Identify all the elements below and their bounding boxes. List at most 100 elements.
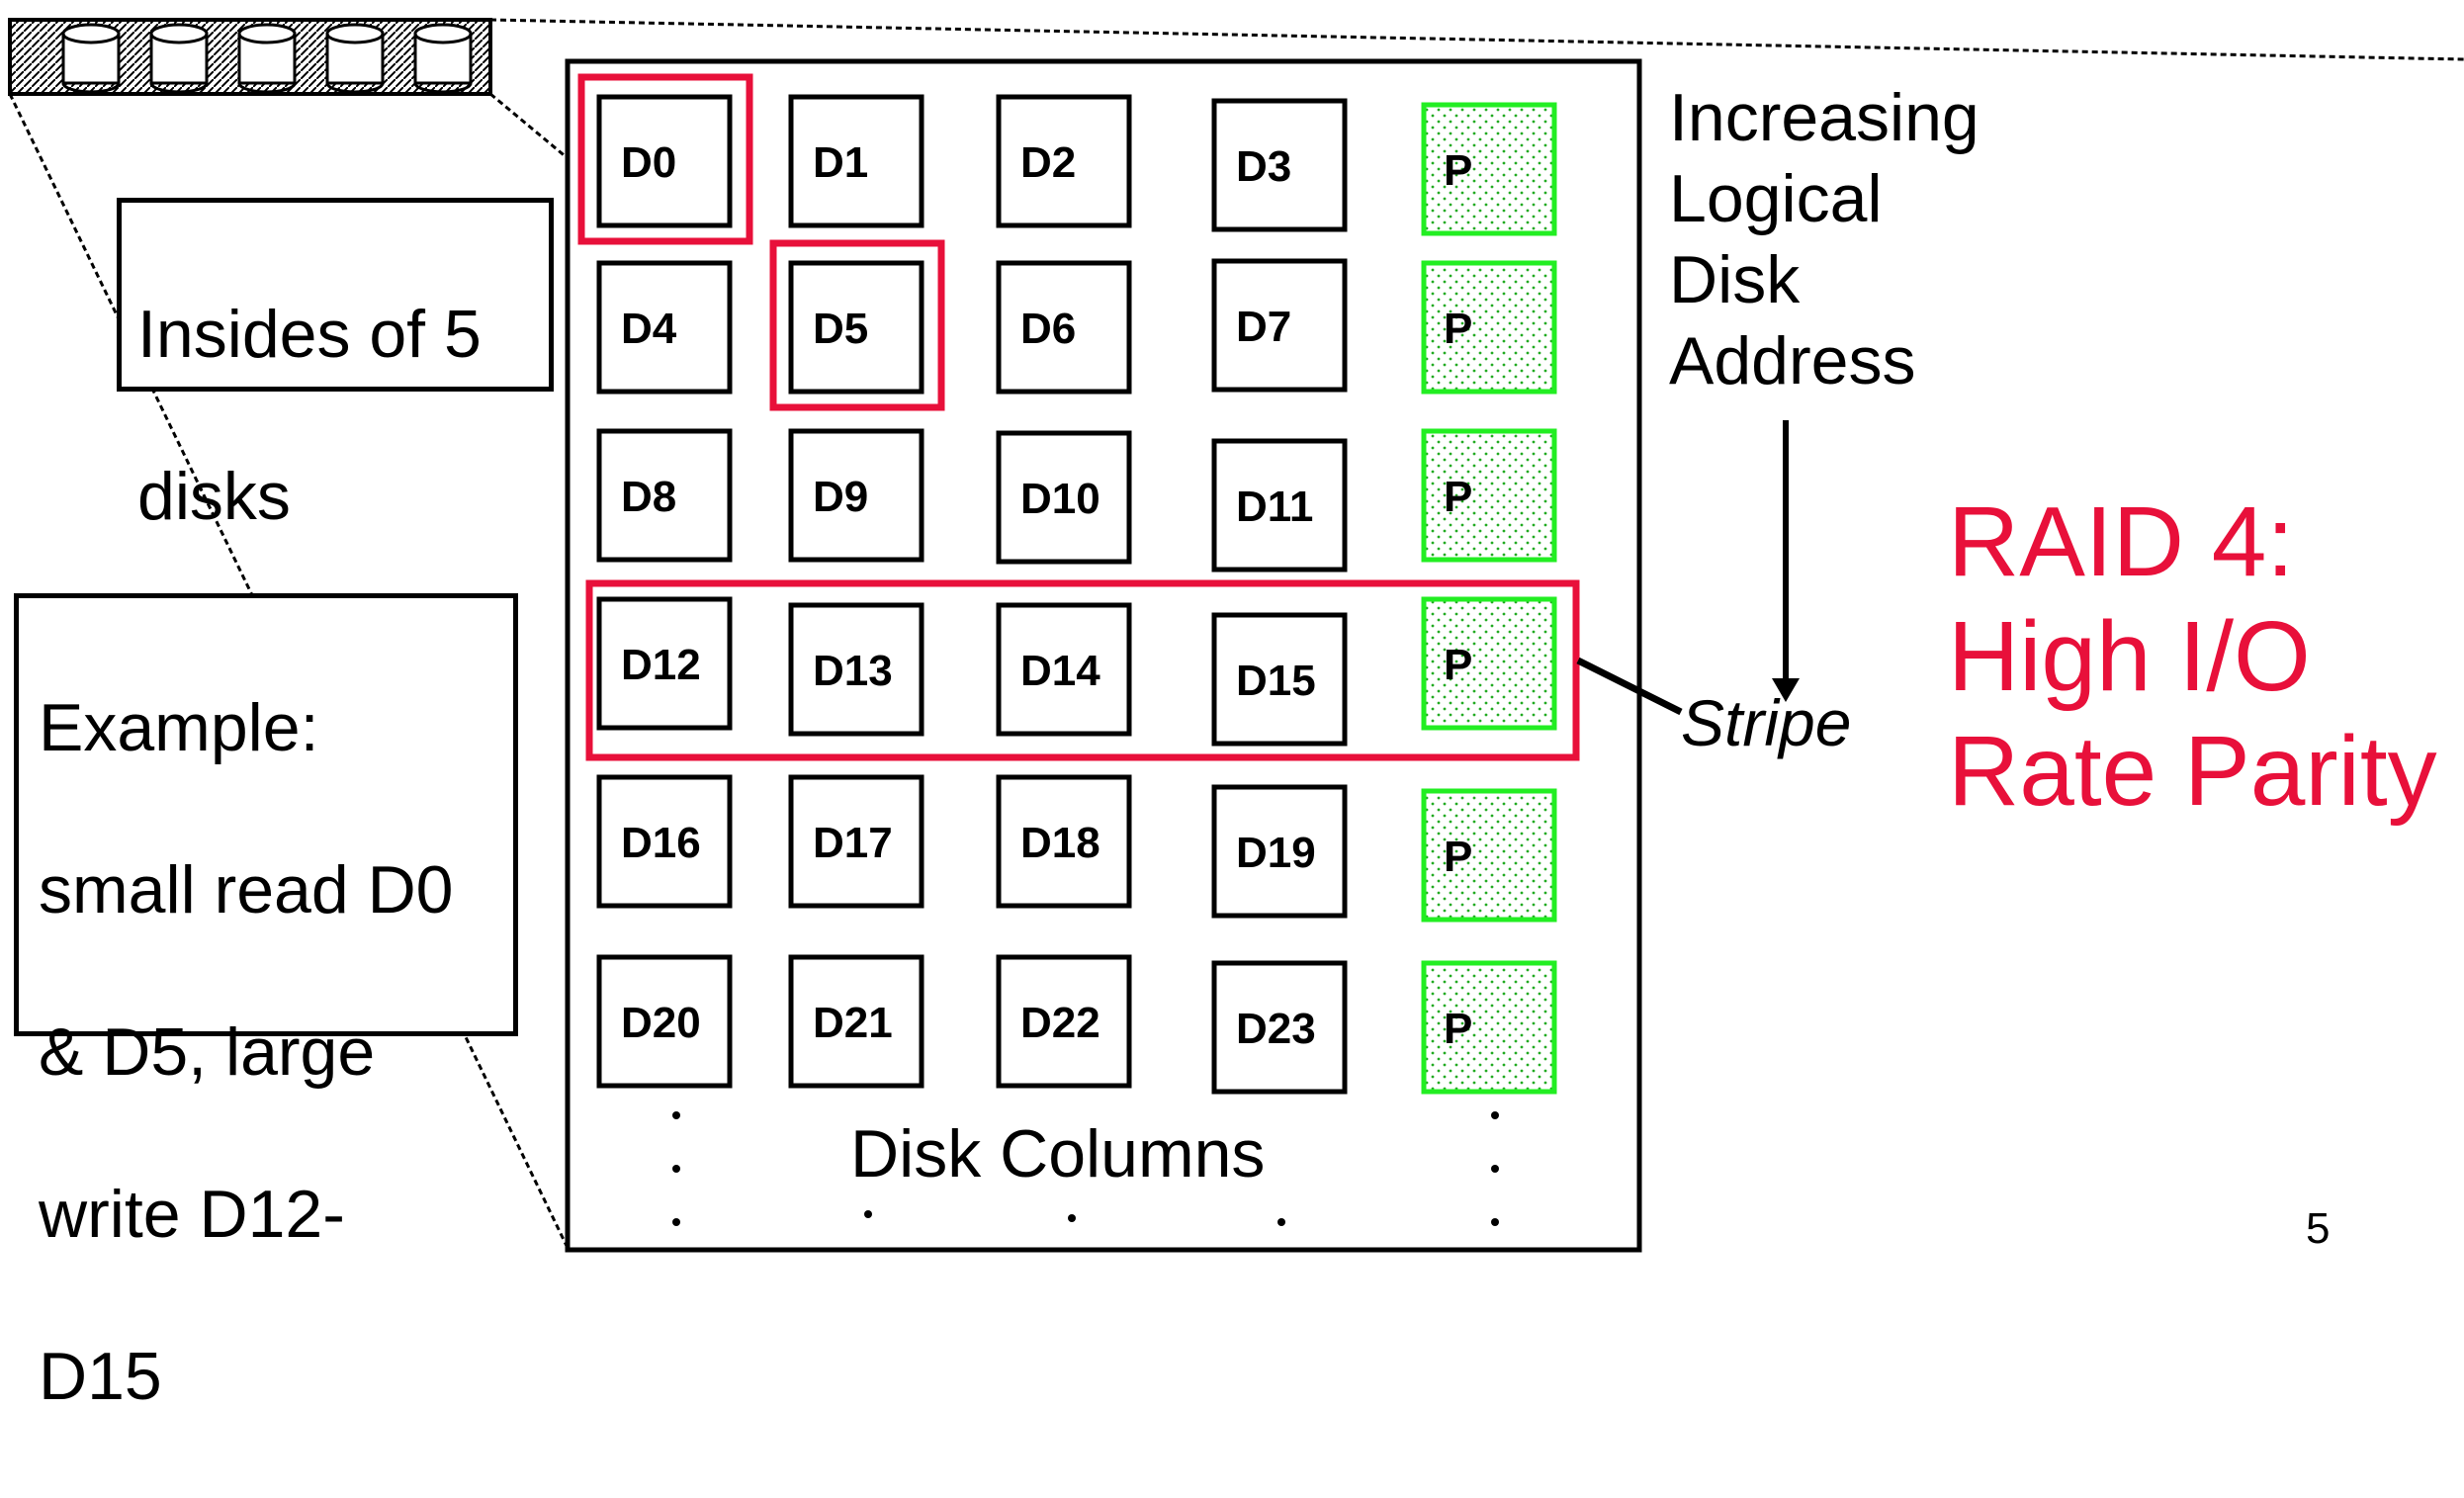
block-label: D16 — [621, 819, 701, 867]
address-label-line-2: Logical — [1669, 161, 1883, 236]
parity-block: P — [1421, 102, 1557, 236]
insides-line-2: disks — [137, 459, 291, 534]
highlights — [577, 73, 1580, 761]
address-label-line-4: Address — [1669, 323, 1916, 398]
ellipsis-dot — [1491, 1111, 1499, 1119]
block-label: D8 — [621, 473, 676, 521]
block-label: D10 — [1020, 475, 1100, 523]
ellipsis-dot — [672, 1111, 680, 1119]
block-label: D3 — [1236, 142, 1291, 191]
insides-line-1: Insides of 5 — [137, 297, 482, 372]
parity-label: P — [1444, 1005, 1472, 1053]
ellipsis-dot — [1491, 1218, 1499, 1226]
ellipsis-dot — [1277, 1218, 1285, 1226]
data-block: D8 — [596, 428, 733, 563]
highlight-box — [577, 73, 753, 245]
data-block: D17 — [788, 774, 924, 909]
data-block: D9 — [788, 428, 924, 563]
data-block: D7 — [1211, 258, 1348, 393]
address-label-line-1: Increasing — [1669, 80, 1980, 155]
data-block: D13 — [788, 602, 924, 737]
data-block: D18 — [996, 774, 1132, 909]
data-block: D10 — [996, 430, 1132, 565]
example-line-4: write D12- — [39, 1177, 345, 1252]
block-label: D5 — [813, 305, 868, 353]
block-label: D22 — [1020, 999, 1100, 1047]
block-label: D17 — [813, 819, 893, 867]
title-line-2: High I/O — [1948, 601, 2311, 712]
block-label: D13 — [813, 647, 893, 695]
example-line-1: Example: — [39, 690, 319, 765]
example-line-2: small read D0 — [39, 852, 454, 927]
block-label: D23 — [1236, 1005, 1316, 1053]
block-label: D9 — [813, 473, 868, 521]
example-callout: Example: small read D0 & D5, large write… — [14, 593, 518, 1414]
insides-callout: Insides of 5 disks — [117, 198, 554, 534]
data-block: D16 — [596, 774, 733, 909]
ellipsis-dot — [1068, 1214, 1076, 1222]
mini-disk-icon — [237, 23, 297, 94]
data-block: D21 — [788, 954, 924, 1089]
block-label: D6 — [1020, 305, 1076, 353]
block-label: D14 — [1020, 647, 1100, 695]
mini-disk-icon — [149, 23, 209, 94]
mini-disk-icon — [413, 23, 473, 94]
parity-label: P — [1444, 146, 1472, 195]
mini-disk-icon — [61, 23, 121, 94]
example-line-5: D15 — [39, 1339, 162, 1414]
data-block: D14 — [996, 602, 1132, 737]
slide-title: RAID 4: High I/O Rate Parity — [1948, 485, 2437, 829]
stripe-highlight — [585, 579, 1580, 761]
stripe-connector — [1576, 657, 1683, 716]
address-label: Increasing Logical Disk Address — [1669, 77, 1980, 401]
data-block: D19 — [1211, 784, 1348, 919]
block-label: D0 — [621, 138, 676, 187]
parity-block: P — [1421, 428, 1557, 563]
parity-block: P — [1421, 788, 1557, 923]
data-block: D20 — [596, 954, 733, 1089]
data-block: D11 — [1211, 438, 1348, 573]
mini-disk-array — [8, 18, 492, 96]
block-label: D4 — [621, 305, 677, 353]
address-label-line-3: Disk — [1669, 242, 1801, 317]
block-label: D1 — [813, 138, 868, 187]
page-number: 5 — [2306, 1204, 2331, 1253]
block-label: D19 — [1236, 829, 1316, 877]
title-line-1: RAID 4: — [1948, 486, 2295, 597]
parity-label: P — [1444, 641, 1472, 689]
data-block: D15 — [1211, 612, 1348, 747]
block-label: D20 — [621, 999, 701, 1047]
data-block: D1 — [788, 94, 924, 228]
data-block: D22 — [996, 954, 1132, 1089]
zoom-projection-lines — [8, 18, 2464, 1249]
block-label: D21 — [813, 999, 893, 1047]
parity-block: P — [1421, 260, 1557, 395]
block-label: D18 — [1020, 819, 1100, 867]
address-arrow — [1772, 420, 1800, 702]
parity-block: P — [1421, 596, 1557, 731]
parity-label: P — [1444, 473, 1472, 521]
data-block: D5 — [788, 260, 924, 395]
ellipsis-dot — [672, 1218, 680, 1226]
continuation-dots — [672, 1111, 1499, 1226]
data-block: D3 — [1211, 98, 1348, 232]
stripe-label: Stripe — [1681, 686, 1852, 759]
ellipsis-dot — [864, 1210, 872, 1218]
block-label: D2 — [1020, 138, 1076, 187]
block-label: D12 — [621, 641, 701, 689]
data-block: D6 — [996, 260, 1132, 395]
example-line-3: & D5, large — [39, 1014, 376, 1090]
block-label: D7 — [1236, 303, 1291, 351]
ellipsis-dot — [1491, 1165, 1499, 1173]
parity-label: P — [1444, 833, 1472, 881]
title-line-3: Rate Parity — [1948, 716, 2437, 827]
highlight-box — [769, 239, 945, 411]
data-block: D4 — [596, 260, 733, 395]
disk-columns-label: Disk Columns — [850, 1116, 1266, 1191]
ellipsis-dot — [672, 1165, 680, 1173]
data-block: D2 — [996, 94, 1132, 228]
data-block: D0 — [596, 94, 733, 228]
mini-disk-icon — [325, 23, 385, 94]
